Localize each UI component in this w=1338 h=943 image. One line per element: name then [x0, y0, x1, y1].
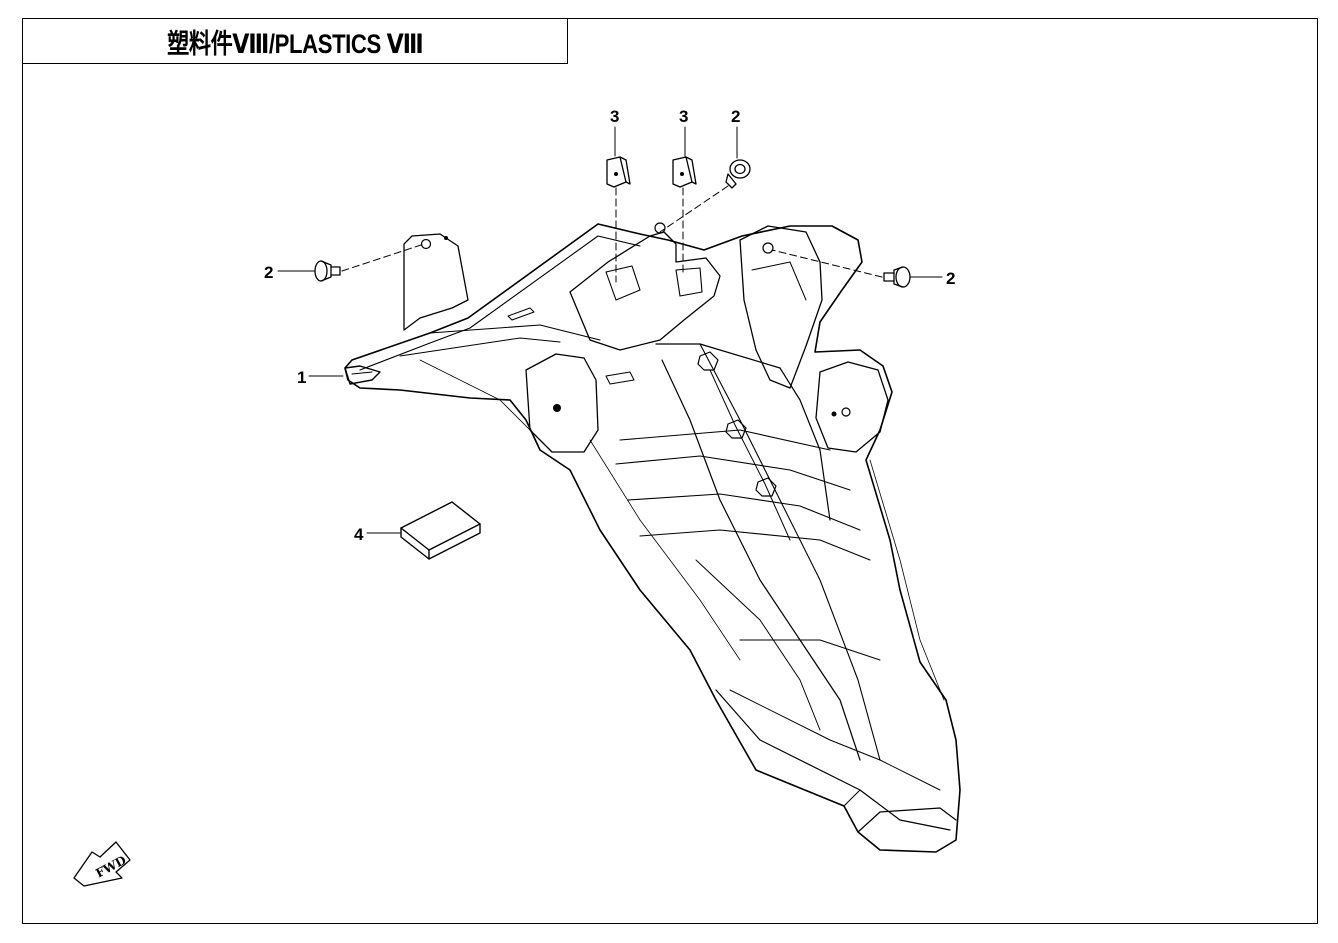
drawing-frame	[22, 18, 1318, 924]
fwd-arrow-icon: FWD	[73, 841, 131, 887]
callout-1: 1	[297, 368, 306, 387]
callout-2-left: 2	[264, 263, 273, 282]
leader-lines	[277, 126, 943, 534]
part-2-bolt-top	[725, 159, 751, 189]
callout-3-b: 3	[679, 107, 688, 126]
callout-2-right: 2	[946, 269, 955, 288]
callout-4: 4	[354, 525, 364, 544]
part-4-pad	[400, 501, 481, 560]
callout-3-a: 3	[610, 107, 619, 126]
title-box: 塑料件Ⅷ/PLASTICS Ⅷ	[22, 18, 568, 64]
page-title: 塑料件Ⅷ/PLASTICS Ⅷ	[166, 28, 424, 59]
callout-2-top: 2	[731, 107, 740, 126]
part-1-rear-fender	[344, 222, 961, 853]
fwd-label: FWD	[93, 853, 128, 881]
assembly-guide-lines	[341, 185, 883, 283]
part-2-bolt-left	[314, 260, 341, 282]
part-3-clip-nut-a	[606, 156, 631, 188]
part-2-bolt-right	[883, 266, 911, 288]
part-3-clip-nut-b	[672, 156, 697, 188]
